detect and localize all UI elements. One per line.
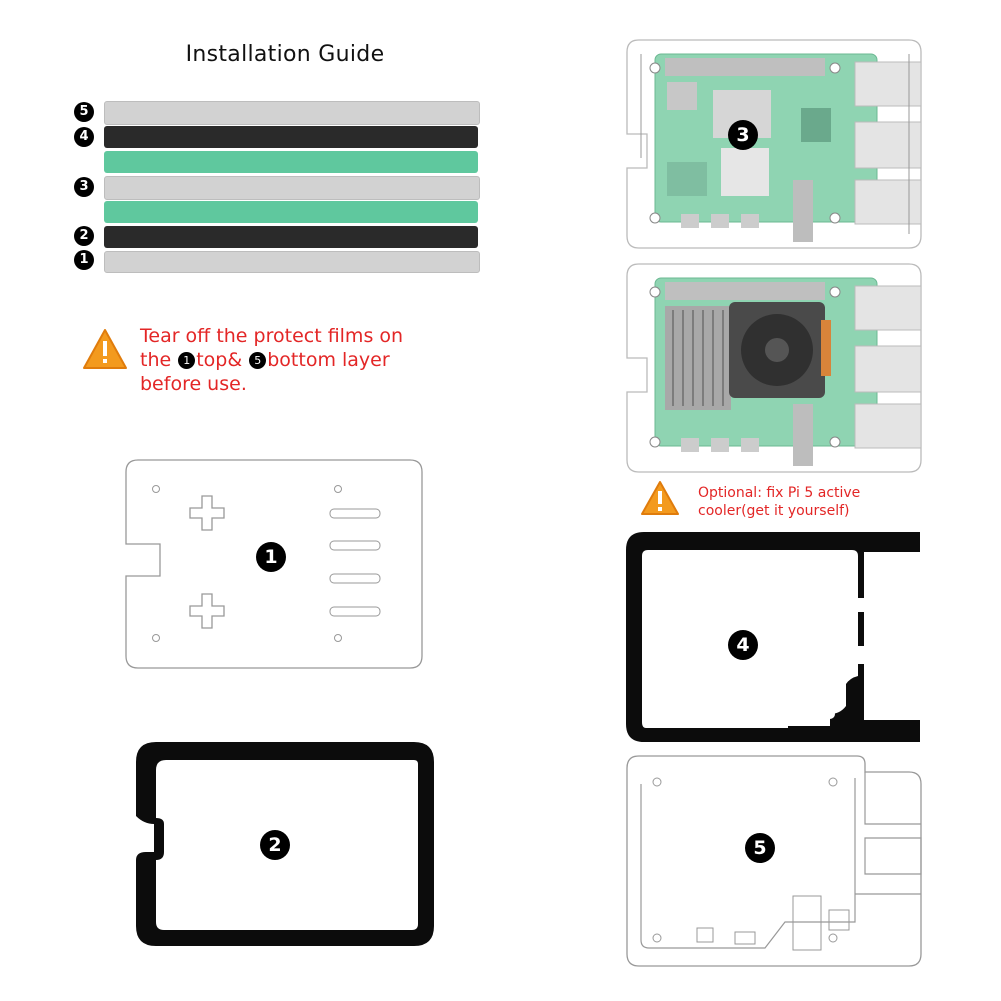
plate-3-number: 3	[728, 120, 758, 150]
optional-line-1: Optional: fix Pi 5 active	[698, 485, 861, 501]
layer-4-black	[104, 126, 478, 148]
layer-number-1: 1	[74, 250, 94, 270]
layer-3-acrylic	[104, 176, 480, 200]
layer-2-black	[104, 226, 478, 248]
cooler-board-illustration	[626, 263, 922, 473]
plate-4-number: 4	[728, 630, 758, 660]
plate-3-board-illustration	[626, 39, 922, 249]
plate-5-number: 5	[745, 833, 775, 863]
warning-line-3: before use.	[140, 373, 247, 395]
optional-cooler-note: Optional: fix Pi 5 active cooler(get it …	[698, 484, 860, 520]
layer-spacer-green-top	[104, 151, 478, 173]
warning-line-1: Tear off the protect films on	[140, 325, 404, 347]
warning-icon	[83, 329, 127, 369]
plate-2-number: 2	[260, 830, 290, 860]
plate-1-number: 1	[256, 542, 286, 572]
layer-number-5: 5	[74, 102, 94, 122]
layer-number-2: 2	[74, 226, 94, 246]
optional-warning-icon	[641, 481, 679, 515]
layer-number-3: 3	[74, 177, 94, 197]
layer-number-4: 4	[74, 127, 94, 147]
plate-5-outline	[626, 755, 922, 967]
optional-line-2: cooler(get it yourself)	[698, 503, 850, 519]
layer-5-acrylic	[104, 101, 480, 125]
layer-spacer-green-bottom	[104, 201, 478, 223]
page-title: Installation Guide	[185, 42, 385, 67]
plate-4-outline	[626, 532, 920, 742]
layer-1-acrylic	[104, 251, 480, 273]
plate-2-outline	[136, 742, 434, 946]
